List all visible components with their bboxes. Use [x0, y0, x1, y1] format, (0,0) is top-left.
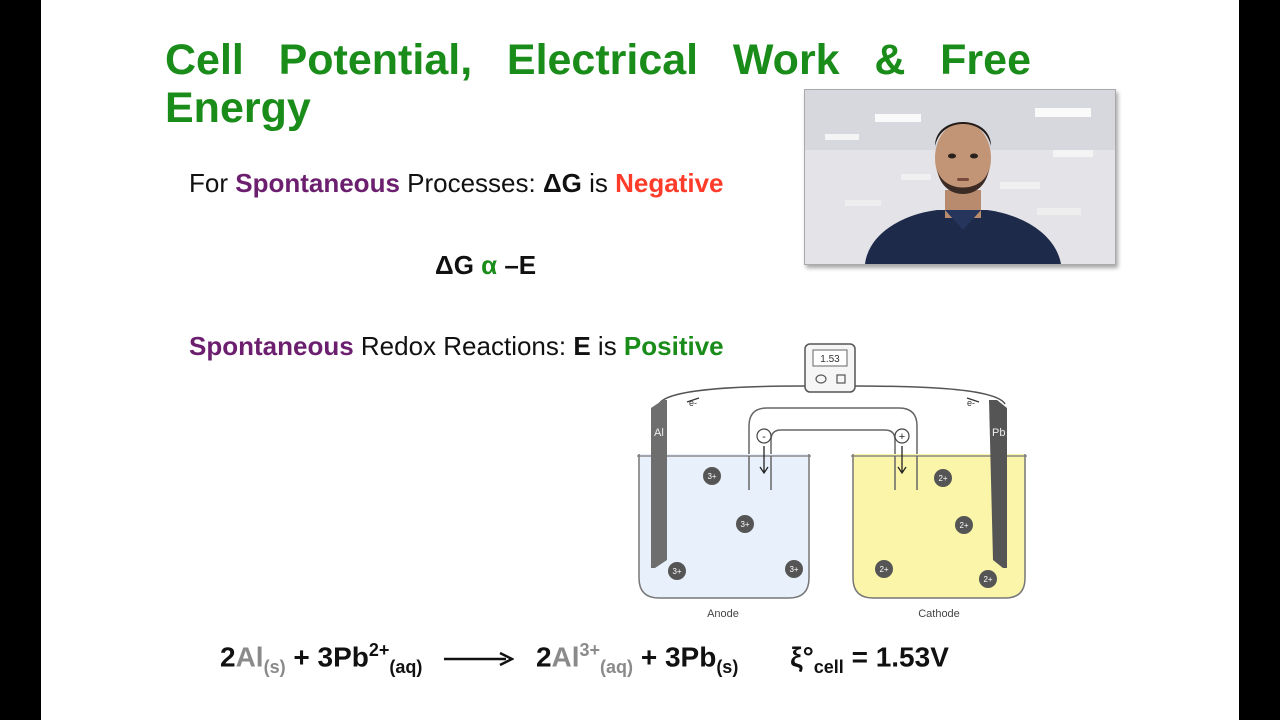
- relation-minus-e: –E: [497, 250, 537, 280]
- voltmeter-knob: [815, 374, 827, 384]
- coef-al-ion: 2: [535, 641, 552, 673]
- cathode-beaker: [852, 454, 1026, 599]
- species-al: Al: [235, 641, 264, 673]
- salt-bridge-legs: [748, 456, 918, 490]
- electron-label-left: e-: [689, 398, 697, 408]
- voltmeter-reading: 1.53: [820, 354, 840, 365]
- cell-potential-symbol: ξ°: [790, 641, 814, 673]
- minus-sign: -: [762, 431, 766, 443]
- ion-charge: 3+: [789, 565, 798, 574]
- text-processes: Processes:: [399, 168, 543, 198]
- ion-charge: 3+: [672, 567, 681, 576]
- symbol-e: E: [573, 331, 591, 361]
- lecture-slide: Cell Potential, Electrical Work & Free E…: [41, 0, 1239, 720]
- aluminum-label: Al: [654, 427, 664, 439]
- delta-g: ΔG: [542, 168, 582, 198]
- presenter-webcam-image: [805, 90, 1115, 264]
- slide-title: Cell Potential, Electrical Work & Free E…: [165, 36, 1031, 132]
- pb-ion: [875, 560, 893, 578]
- plus-sign: +: [899, 431, 905, 443]
- reaction-arrow-icon: [444, 651, 515, 667]
- proportionality-relation: ΔG α –E: [435, 250, 536, 281]
- text-redox-reactions: Redox Reactions:: [353, 331, 574, 361]
- ion-charge: 3+: [707, 472, 716, 481]
- pb-ion: [934, 469, 952, 487]
- state-aq-2: (aq): [600, 656, 634, 677]
- electron-arrow-right: [966, 397, 980, 403]
- charge-al: 3+: [579, 640, 601, 660]
- alpha-symbol: α: [481, 250, 498, 280]
- text-is-2: is: [590, 331, 624, 361]
- presenter-video: [804, 89, 1116, 265]
- anode-beaker: [638, 454, 810, 599]
- cathode-terminal-plus: [894, 428, 910, 444]
- pb-ion: [955, 516, 973, 534]
- pb-ion: [979, 570, 997, 588]
- species-pb-ion: Pb: [333, 641, 369, 673]
- electron-label-right: e-: [967, 398, 975, 408]
- spontaneous-process-statement: For Spontaneous Processes: ΔG is Negativ…: [189, 168, 724, 199]
- wire-right: [852, 385, 1006, 405]
- redox-equation: 2Al(s) + 3Pb2+(aq) 2Al3+(aq) + 3Pb(s) ξ°…: [220, 640, 949, 678]
- wire-left: [658, 385, 806, 405]
- plus-coef-pb: + 3: [633, 641, 681, 673]
- word-negative: Negative: [615, 168, 724, 198]
- cell-subscript: cell: [813, 656, 844, 677]
- word-spontaneous-2: Spontaneous: [189, 331, 354, 361]
- voltmeter-display: [812, 349, 848, 367]
- al-ion: [703, 467, 721, 485]
- word-spontaneous: Spontaneous: [235, 168, 400, 198]
- text-for: For: [189, 168, 236, 198]
- state-solid-2: (s): [716, 656, 739, 677]
- voltmeter-button: [836, 374, 846, 384]
- relation-delta-g: ΔG: [435, 250, 482, 280]
- cell-potential-value: = 1.53V: [843, 641, 949, 673]
- species-pb: Pb: [680, 641, 717, 673]
- charge-pb: 2+: [368, 640, 390, 660]
- salt-bridge-outer: [748, 407, 918, 490]
- word-positive: Positive: [623, 331, 724, 361]
- coef-al: 2: [220, 641, 236, 673]
- text-is: is: [581, 168, 616, 198]
- anode-label: Anode: [707, 608, 739, 620]
- ion-flow-arrow-left: [759, 446, 769, 475]
- lead-electrode: [989, 400, 1007, 568]
- ion-charge: 2+: [938, 474, 947, 483]
- state-solid: (s): [263, 656, 286, 677]
- plus-coef-pb-ion: + 3: [285, 641, 334, 673]
- species-al-ion: Al: [551, 641, 580, 673]
- ion-charge: 2+: [879, 565, 888, 574]
- ion-charge: 2+: [983, 575, 992, 584]
- al-ion: [668, 562, 686, 580]
- al-ion: [785, 560, 803, 578]
- electron-arrow-left: [686, 397, 700, 403]
- redox-statement: Spontaneous Redox Reactions: E is Positi…: [189, 331, 724, 362]
- aluminum-electrode: [651, 400, 667, 568]
- lead-label: Pb: [992, 427, 1005, 439]
- ion-charge: 2+: [959, 521, 968, 530]
- ion-charge: 3+: [740, 520, 749, 529]
- al-ion: [736, 515, 754, 533]
- cathode-label: Cathode: [918, 608, 960, 620]
- anode-ions: 3+ 3+ 3+ 3+: [668, 467, 803, 580]
- cathode-ions: 2+ 2+ 2+ 2+: [875, 469, 997, 588]
- galvanic-cell-diagram: e- e- 1.53 Al Pb - + 3: [637, 343, 1027, 620]
- anode-terminal-minus: [756, 428, 772, 444]
- state-aq: (aq): [389, 656, 423, 677]
- ion-flow-arrow-right: [897, 446, 907, 475]
